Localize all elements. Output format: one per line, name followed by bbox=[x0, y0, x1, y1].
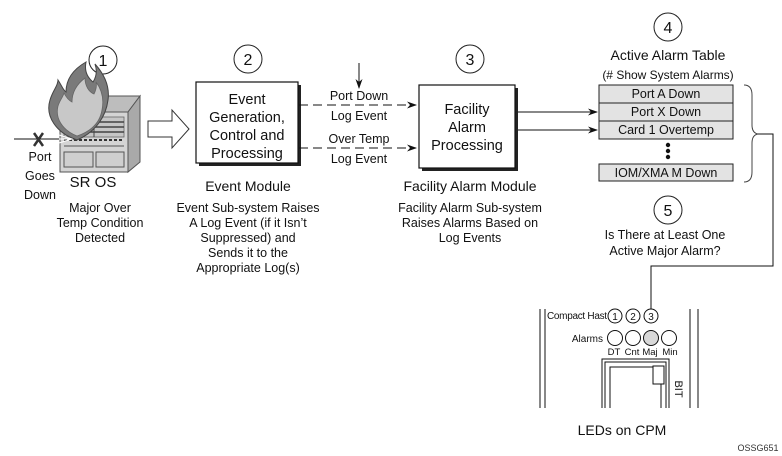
step-number-circle bbox=[233, 44, 263, 74]
port-goes-down-label: Port bbox=[29, 150, 52, 164]
facility-alarm-box bbox=[418, 84, 516, 169]
alarm-table-command: (# Show System Alarms) bbox=[602, 68, 733, 82]
step-2-event-module: 2 Event Generation, Control and Processi… bbox=[176, 44, 320, 275]
step-number-circle bbox=[455, 44, 485, 74]
cpm-card-outline bbox=[601, 358, 670, 408]
step-number: 3 bbox=[466, 52, 475, 69]
box-label: Generation, bbox=[209, 110, 285, 126]
led-label: Cnt bbox=[625, 347, 640, 358]
led-min bbox=[661, 330, 677, 346]
leds-on-cpm-caption: LEDs on CPM bbox=[578, 422, 667, 438]
alarm-row bbox=[598, 120, 734, 140]
led-cnt bbox=[625, 330, 641, 346]
led-maj-active bbox=[643, 330, 659, 346]
step-5-question: Is There at Least One bbox=[605, 228, 726, 242]
step-number: 4 bbox=[664, 20, 673, 37]
slot-number: 3 bbox=[648, 312, 654, 323]
box-label: Event bbox=[228, 92, 265, 108]
sr-os-title: SR OS bbox=[70, 174, 117, 191]
step-3-desc: Raises Alarms Based on bbox=[402, 216, 538, 230]
step-3-facility-alarm-module: 3 Facility Alarm Processing Facility Ala… bbox=[398, 44, 598, 245]
port-goes-down-label: Goes bbox=[25, 169, 55, 183]
box-label: Processing bbox=[431, 138, 503, 154]
flow-arrow-icon bbox=[147, 108, 190, 150]
slot-circle bbox=[607, 308, 623, 324]
step-2-desc: A Log Event (if it Isn’t bbox=[189, 216, 307, 230]
step-number: 1 bbox=[99, 53, 108, 70]
event-label: Over Temp bbox=[329, 132, 390, 146]
alarm-row bbox=[598, 163, 734, 182]
box-label: Facility bbox=[444, 102, 490, 118]
step-1-desc: Detected bbox=[75, 231, 125, 245]
led-label: Maj bbox=[642, 347, 657, 358]
port-goes-down-label: Down bbox=[24, 188, 56, 202]
alarms-label: Alarms bbox=[572, 334, 603, 345]
step-5-check: 5 Is There at Least One Active Major Ala… bbox=[605, 195, 726, 258]
led-label: Min bbox=[662, 347, 677, 358]
step-1-desc: Temp Condition bbox=[57, 216, 144, 230]
event-module-title: Event Module bbox=[205, 178, 291, 194]
slot-number: 2 bbox=[630, 312, 636, 323]
step-1: 1 Port Goes Down bbox=[14, 45, 144, 245]
connector-line bbox=[650, 133, 774, 302]
step-number: 2 bbox=[244, 52, 253, 69]
step-2-desc: Event Sub-system Raises bbox=[176, 201, 319, 215]
event-processing-box bbox=[195, 81, 299, 164]
slot-number: 1 bbox=[612, 312, 618, 323]
step-number-circle bbox=[653, 195, 683, 225]
alarm-row-text: Port X Down bbox=[631, 105, 701, 119]
led-label: DT bbox=[608, 347, 621, 358]
slot-circle bbox=[625, 308, 641, 324]
port-down-x-icon bbox=[32, 132, 45, 147]
flame-icon bbox=[48, 61, 109, 141]
step-4-active-alarm-table: 4 Active Alarm Table (# Show System Alar… bbox=[598, 12, 774, 323]
event-label: Log Event bbox=[331, 109, 388, 123]
bit-label: BIT bbox=[672, 380, 684, 397]
alarm-row-text: IOM/XMA M Down bbox=[615, 166, 718, 180]
led-dt bbox=[607, 330, 623, 346]
step-number: 5 bbox=[664, 203, 673, 220]
event-label: Port Down bbox=[330, 89, 388, 103]
alarm-table-title: Active Alarm Table bbox=[611, 47, 726, 63]
log-event-arrows: Port Down Log Event Over Temp Log Event bbox=[299, 63, 417, 166]
step-2-desc: Sends it to the bbox=[208, 246, 288, 260]
box-label: Control and bbox=[210, 128, 285, 144]
box-label: Processing bbox=[211, 146, 283, 162]
step-1-desc: Major Over bbox=[69, 201, 131, 215]
step-5-question: Active Major Alarm? bbox=[609, 244, 720, 258]
cpm-led-panel: Compact Hast 1 2 3 Alarms DT Cnt Maj Min… bbox=[539, 308, 699, 438]
compact-hast-label: Compact Hast bbox=[547, 311, 607, 322]
step-number-circle bbox=[653, 12, 683, 42]
grouping-brace bbox=[743, 84, 759, 183]
step-3-desc: Facility Alarm Sub-system bbox=[398, 201, 542, 215]
figure-id: OSSG651 bbox=[737, 443, 778, 453]
step-2-desc: Appropriate Log(s) bbox=[196, 261, 300, 275]
ellipsis-dots-icon bbox=[665, 142, 671, 160]
box-label: Alarm bbox=[448, 120, 486, 136]
alarm-row-text: Port A Down bbox=[632, 87, 701, 101]
slot-circle bbox=[643, 308, 659, 324]
event-label: Log Event bbox=[331, 152, 388, 166]
alarm-row-text: Card 1 Overtemp bbox=[618, 123, 714, 137]
step-2-desc: Suppressed) and bbox=[200, 231, 295, 245]
step-3-desc: Log Events bbox=[439, 231, 502, 245]
facility-alarm-module-title: Facility Alarm Module bbox=[403, 178, 536, 194]
